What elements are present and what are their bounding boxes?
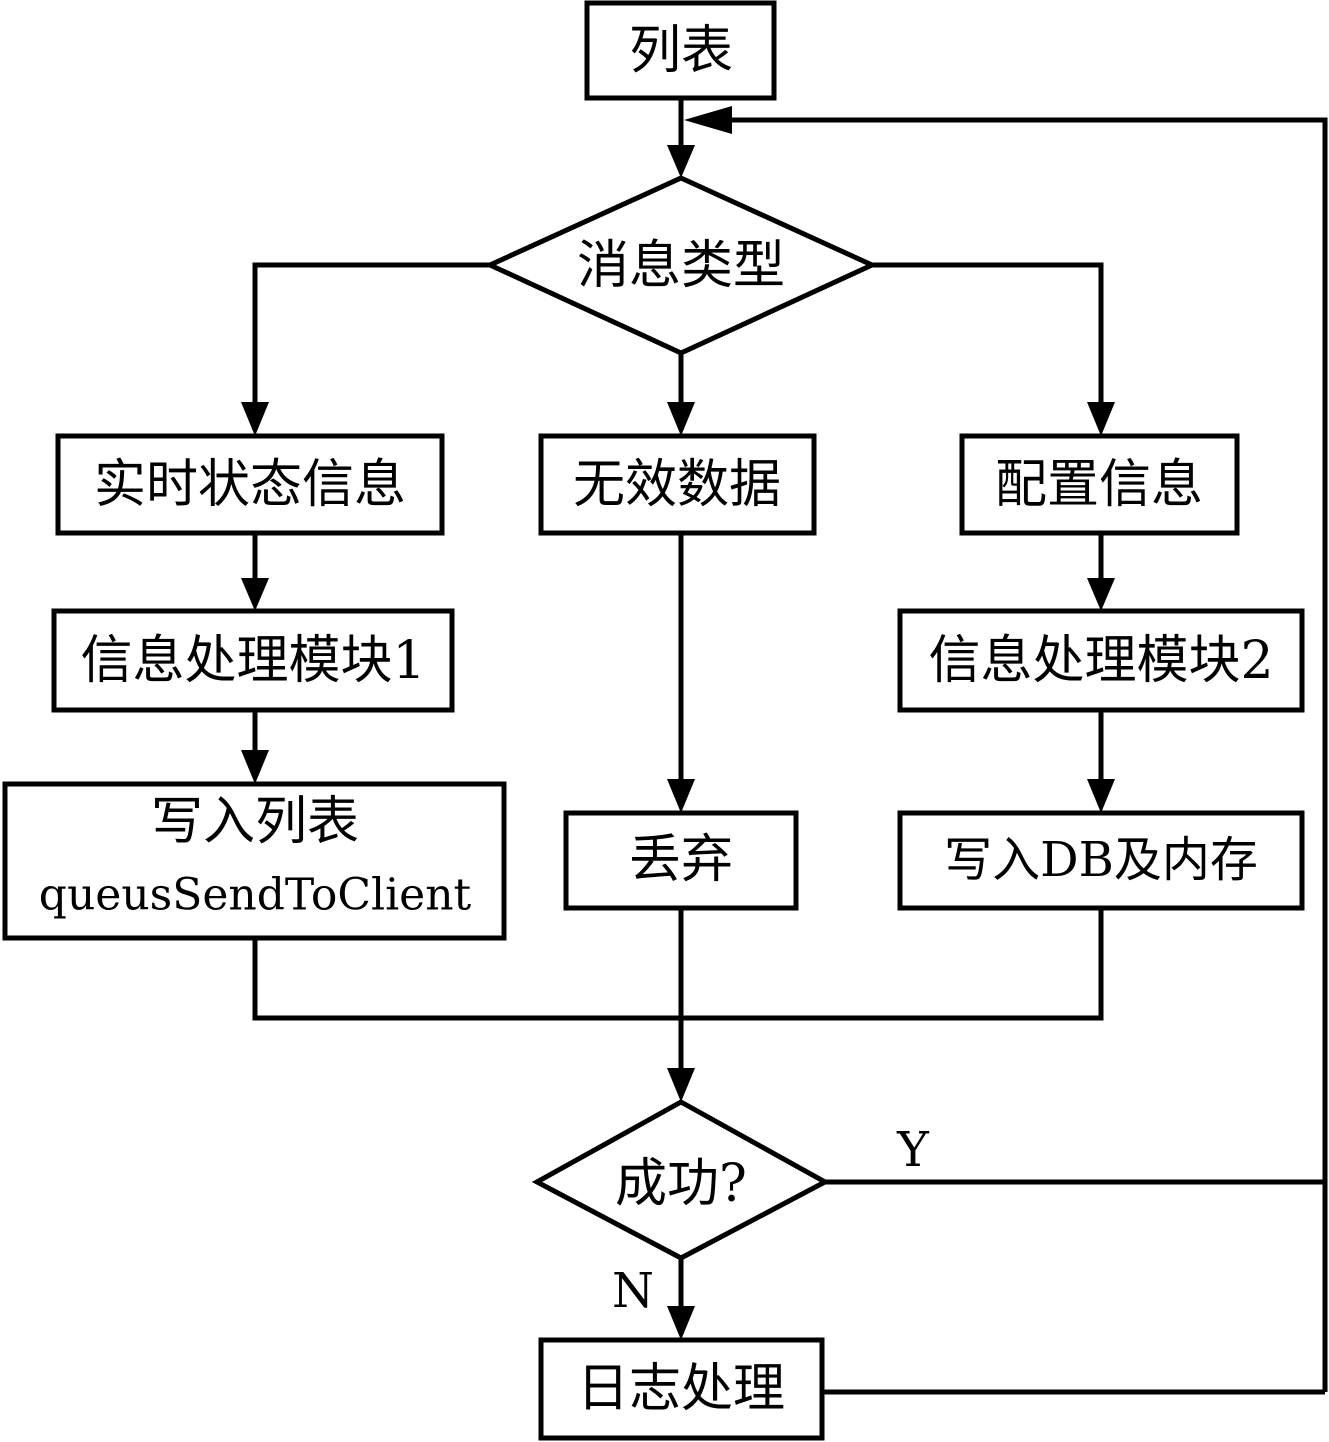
arrowheads	[241, 106, 1115, 1340]
node-realtime-status-box	[55, 433, 445, 536]
node-info-module-1: 信息处理模块1	[51, 608, 455, 713]
node-invalid-data: 无效数据	[538, 433, 817, 536]
node-write-list-label-line1: 写入列表	[151, 792, 359, 852]
decision-message-type: 消息类型	[483, 175, 879, 356]
node-list: 列表	[584, 0, 777, 101]
decision-success: 成功?	[531, 1099, 831, 1261]
decision-success-label: 成功?	[615, 1154, 747, 1214]
node-discard-box	[563, 810, 799, 911]
decision-message-type-shape	[483, 175, 879, 356]
node-write-db: 写入DB及内存	[897, 810, 1305, 911]
node-info-module-2-label: 信息处理模块2	[928, 631, 1273, 691]
node-discard: 丢弃	[563, 810, 799, 911]
arrowhead-to-decision	[667, 145, 695, 178]
arrowhead-to-writelist	[241, 750, 269, 784]
arrowhead-to-discard	[667, 779, 695, 813]
node-config-info-label: 配置信息	[995, 455, 1203, 515]
node-list-box	[584, 0, 777, 101]
edge-decision-to-config	[872, 262, 1104, 408]
node-log-process-box	[538, 1337, 825, 1441]
node-config-info: 配置信息	[959, 433, 1240, 536]
arrowhead-to-config	[1087, 402, 1115, 436]
decision-message-type-label: 消息类型	[577, 236, 785, 296]
edge-writelist-merge	[252, 938, 681, 1021]
connectors	[252, 98, 1328, 1395]
node-write-list: 写入列表 queusSendToClient	[2, 781, 507, 941]
edge-decision-to-realtime	[252, 262, 490, 408]
node-discard-label: 丢弃	[629, 830, 733, 890]
arrowhead-to-success	[667, 1068, 695, 1102]
node-config-info-box	[959, 433, 1240, 536]
node-info-module-1-label: 信息处理模块1	[80, 631, 425, 691]
node-log-process-label: 日志处理	[577, 1359, 785, 1419]
arrowhead-to-module1	[241, 578, 269, 611]
arrowhead-to-module2	[1087, 578, 1115, 611]
arrowhead-to-invalid	[667, 402, 695, 436]
node-info-module-1-box	[51, 608, 455, 713]
arrowhead-to-writedb	[1087, 779, 1115, 813]
node-info-module-2-box	[897, 608, 1305, 713]
node-invalid-data-box	[538, 433, 817, 536]
node-info-module-2: 信息处理模块2	[897, 608, 1305, 713]
node-realtime-status-label: 实时状态信息	[94, 455, 406, 515]
edge-label-no: N	[612, 1263, 654, 1319]
edge-label-yes: Y	[896, 1122, 930, 1178]
edge-success-yes-loop	[730, 117, 1328, 1185]
node-realtime-status: 实时状态信息	[55, 433, 445, 536]
node-write-db-label: 写入DB及内存	[944, 832, 1258, 888]
node-write-db-box	[897, 810, 1305, 911]
node-list-label: 列表	[629, 21, 733, 81]
arrowhead-loop-entry	[684, 106, 732, 134]
arrowhead-to-realtime	[241, 402, 269, 436]
node-log-process: 日志处理	[538, 1337, 825, 1441]
edge-writedb-merge	[681, 908, 1104, 1021]
node-write-list-box	[2, 781, 507, 941]
node-invalid-data-label: 无效数据	[573, 455, 781, 515]
node-write-list-label-line2: queusSendToClient	[39, 870, 472, 921]
decision-success-shape	[531, 1099, 831, 1261]
arrowhead-to-log	[667, 1306, 695, 1340]
